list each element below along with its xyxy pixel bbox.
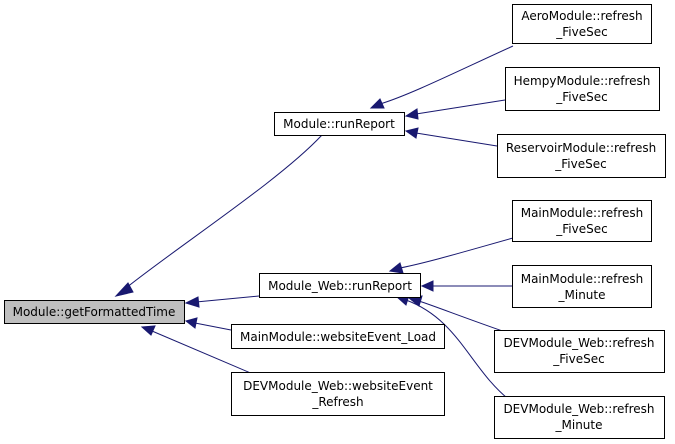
edge-devminute-to-webrunreport [405, 299, 513, 403]
arrowhead-runreport-from-reservoir [404, 127, 419, 139]
node-label-line-1: DEVModule_Web::websiteEvent [243, 379, 433, 393]
node-label-line-2: _Refresh [311, 395, 363, 409]
edge-hempy-to-runreport [415, 99, 506, 115]
node-aero-refresh-fivesec[interactable]: AeroModule::refresh _FiveSec [512, 4, 652, 44]
node-hempy-refresh-fivesec[interactable]: HempyModule::refresh _FiveSec [505, 67, 660, 111]
node-main-refresh-fivesec[interactable]: MainModule::refresh _FiveSec [512, 200, 652, 242]
arrowhead-webrunreport-from-mainfivesec [388, 262, 404, 274]
node-label-line-1: DEVModule_Web::refresh [503, 402, 654, 416]
node-label-line-1: MainModule::refresh [521, 272, 644, 286]
node-label-line-2: _FiveSec [555, 222, 607, 236]
arrowhead-webrunreport-from-mainminute [420, 280, 434, 292]
node-module-run-report[interactable]: Module::runReport [274, 112, 405, 136]
arrowhead-root-from-webrunreport [184, 296, 200, 308]
arrowhead-runreport-from-aero [369, 98, 385, 109]
node-label-line-2: _Minute [558, 288, 606, 302]
node-label-line-2: _FiveSec [554, 157, 606, 171]
edge-reservoir-to-runreport [415, 132, 498, 147]
node-dev-web-website-event-refresh[interactable]: DEVModule_Web::websiteEvent _Refresh [231, 372, 445, 416]
node-label-line-1: ReservoirModule::refresh [506, 141, 656, 155]
node-main-website-event-load[interactable]: MainModule::websiteEvent_Load [231, 324, 445, 349]
edge-mainfivesec-to-webrunreport [399, 237, 514, 269]
node-label-line-2: _FiveSec [555, 90, 607, 104]
node-label: Module::getFormattedTime [13, 305, 176, 319]
node-dev-web-refresh-minute[interactable]: DEVModule_Web::refresh _Minute [494, 396, 665, 439]
edge-mainwebsiteevent-to-root [194, 322, 232, 331]
node-label: Module_Web::runReport [268, 279, 412, 293]
arrowhead-root-from-runreport [114, 282, 134, 297]
node-label-line-1: MainModule::refresh [521, 206, 644, 220]
edge-webrunreport-to-root [195, 295, 260, 303]
arrowhead-root-from-mainwebsiteevent [184, 317, 198, 329]
edge-devwebsiteevent-to-root [151, 330, 261, 378]
node-label-line-1: AeroModule::refresh [521, 9, 642, 23]
node-label-line-2: _Minute [555, 418, 603, 432]
node-module-web-run-report[interactable]: Module_Web::runReport [259, 273, 421, 298]
edge-runreport-to-root [125, 134, 323, 289]
node-reservoir-refresh-fivesec[interactable]: ReservoirModule::refresh _FiveSec [497, 134, 666, 178]
node-label-line-2: _FiveSec [552, 352, 604, 366]
graph-edges [114, 45, 518, 403]
node-label: MainModule::websiteEvent_Load [240, 330, 436, 344]
node-label-line-2: _FiveSec [555, 25, 607, 39]
node-dev-web-refresh-fivesec[interactable]: DEVModule_Web::refresh _FiveSec [494, 330, 665, 373]
node-label-line-1: DEVModule_Web::refresh [503, 336, 654, 350]
node-label: Module::runReport [283, 117, 395, 131]
node-main-refresh-minute[interactable]: MainModule::refresh _Minute [512, 265, 652, 308]
arrowhead-root-from-devwebsiteevent [140, 325, 156, 336]
node-get-formatted-time[interactable]: Module::getFormattedTime [4, 300, 185, 324]
edge-aero-to-runreport [379, 45, 514, 105]
arrowhead-runreport-from-hempy [404, 108, 419, 120]
node-label-line-1: HempyModule::refresh [514, 74, 651, 88]
